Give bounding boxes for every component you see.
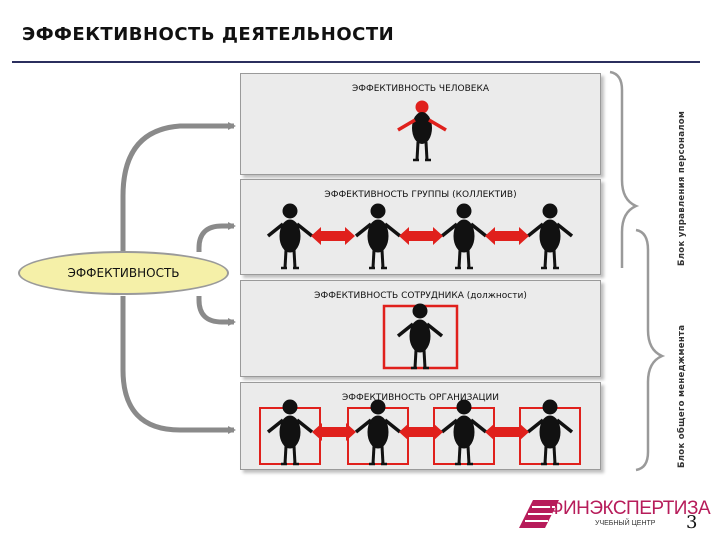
arrow-to-human xyxy=(120,122,236,252)
bracket-label-personnel: Блок управления персоналом xyxy=(677,110,687,266)
person-icon xyxy=(354,398,402,466)
page-number: 3 xyxy=(686,512,698,533)
double-arrow-icon xyxy=(399,423,443,441)
logo-mark-icon xyxy=(519,500,559,528)
person-icon xyxy=(526,202,574,270)
title-divider xyxy=(12,61,700,63)
level-label-organization: ЭФФЕКТИВНОСТЬ ОРГАНИЗАЦИИ xyxy=(342,393,499,403)
bracket-label-management: Блок общего менеджмента xyxy=(677,324,687,468)
level-box-organization: ЭФФЕКТИВНОСТЬ ОРГАНИЗАЦИИ xyxy=(240,382,601,470)
arrow-to-group xyxy=(196,222,236,252)
arrow-to-organization xyxy=(120,296,236,434)
person-icon-human xyxy=(397,100,447,162)
person-icon xyxy=(396,302,444,370)
arrow-to-employee xyxy=(196,296,236,326)
logo-subtitle: УЧЕБНЫЙ ЦЕНТР xyxy=(595,520,656,527)
slide-title: ЭФФЕКТИВНОСТЬ ДЕЯТЕЛЬНОСТИ xyxy=(22,24,395,45)
person-icon xyxy=(354,202,402,270)
company-logo: ФИНЭКСПЕРТИЗА УЧЕБНЫЙ ЦЕНТР xyxy=(519,498,711,532)
double-arrow-icon xyxy=(312,423,356,441)
bracket-personnel xyxy=(609,70,640,268)
logo-name: ФИНЭКСПЕРТИЗА xyxy=(549,498,711,519)
person-icon xyxy=(266,202,314,270)
efficiency-label: ЭФФЕКТИВНОСТЬ xyxy=(67,266,180,280)
double-arrow-icon xyxy=(311,227,355,245)
person-icon xyxy=(526,398,574,466)
double-arrow-icon xyxy=(399,227,443,245)
level-label-employee: ЭФФЕКТИВНОСТЬ СОТРУДНИКА (должности) xyxy=(314,291,527,301)
bracket-management xyxy=(635,228,666,472)
person-icon xyxy=(266,398,314,466)
level-label-group: ЭФФЕКТИВНОСТЬ ГРУППЫ (КОЛЛЕКТИВ) xyxy=(324,190,517,200)
double-arrow-icon xyxy=(485,227,529,245)
person-icon xyxy=(440,398,488,466)
person-icon xyxy=(440,202,488,270)
double-arrow-icon xyxy=(485,423,529,441)
efficiency-ellipse: ЭФФЕКТИВНОСТЬ xyxy=(18,251,229,295)
level-label-human: ЭФФЕКТИВНОСТЬ ЧЕЛОВЕКА xyxy=(351,84,490,94)
